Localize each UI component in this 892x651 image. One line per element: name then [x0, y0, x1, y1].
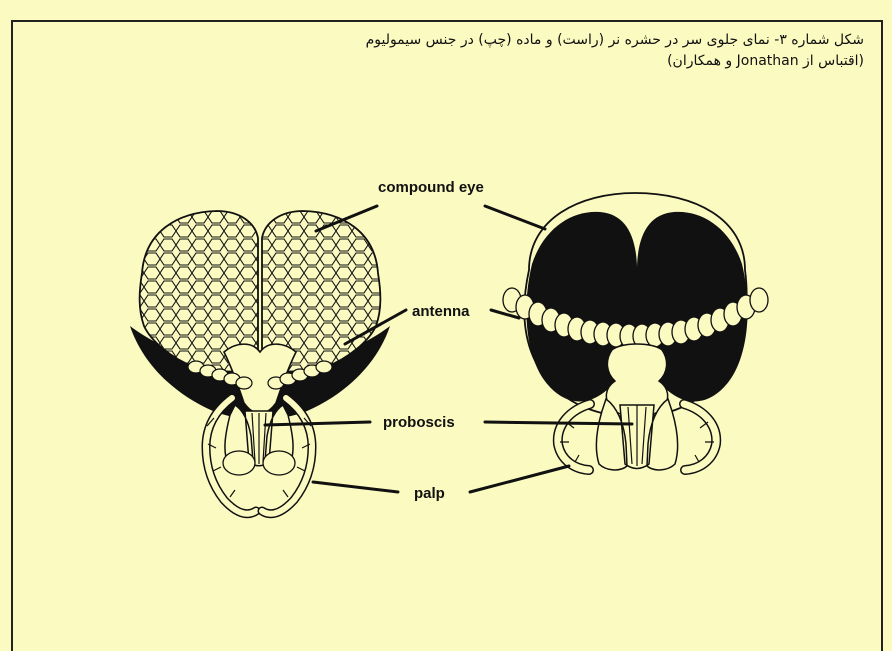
- proboscis-pointer-right: [485, 422, 632, 424]
- palp-pointer-left: [313, 482, 398, 492]
- male-head: [503, 193, 768, 470]
- label-compound-eye: compound eye: [378, 179, 484, 196]
- compound-eye-pointer-right: [485, 206, 545, 229]
- label-palp: palp: [414, 485, 445, 502]
- female-head: [130, 210, 390, 514]
- female-right-lobe: [263, 451, 295, 475]
- label-antenna: antenna: [412, 303, 470, 320]
- palp-pointer-right: [470, 466, 569, 492]
- label-proboscis: proboscis: [383, 414, 455, 431]
- female-left-lobe: [223, 451, 255, 475]
